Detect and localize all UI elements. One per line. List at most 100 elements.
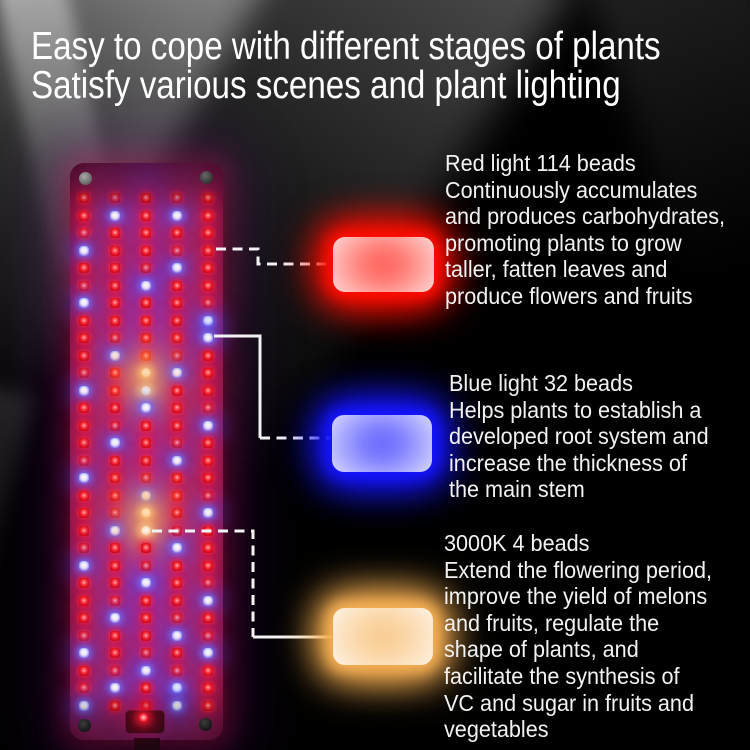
led-red bbox=[109, 473, 120, 483]
led-blue bbox=[172, 700, 183, 711]
led-red bbox=[172, 228, 183, 238]
led-red bbox=[140, 630, 151, 641]
led-blue bbox=[203, 508, 214, 518]
grow-light-panel bbox=[70, 163, 223, 750]
led-red bbox=[172, 350, 183, 361]
led-red bbox=[140, 245, 151, 256]
power-indicator-led bbox=[139, 713, 148, 722]
led-red bbox=[78, 333, 89, 343]
led-blue bbox=[172, 210, 183, 221]
led-red bbox=[203, 210, 214, 221]
led-blue bbox=[203, 648, 214, 658]
led-red bbox=[140, 613, 151, 623]
led-red bbox=[109, 595, 120, 606]
led-red bbox=[78, 228, 89, 238]
annotation-warm-light: 3000K 4 beads Extend the flowering perio… bbox=[444, 530, 712, 743]
led-red bbox=[109, 543, 120, 553]
led-red bbox=[203, 280, 214, 291]
led-red bbox=[140, 420, 151, 431]
led-red bbox=[140, 438, 151, 448]
led-red bbox=[140, 595, 151, 606]
led-red bbox=[78, 350, 89, 361]
led-red bbox=[203, 543, 214, 553]
annotation-line: vegetables bbox=[444, 716, 549, 743]
annotation-line: promoting plants to grow bbox=[445, 229, 682, 256]
annotation-line: and produces carbohydrates, bbox=[445, 203, 726, 230]
led-blue bbox=[172, 368, 183, 378]
led-red bbox=[140, 298, 151, 308]
led-red bbox=[203, 350, 214, 361]
led-red bbox=[78, 595, 89, 606]
led-red bbox=[172, 490, 183, 501]
led-blue bbox=[172, 630, 183, 641]
led-red bbox=[140, 560, 151, 571]
led-red bbox=[172, 613, 183, 623]
led-red bbox=[78, 683, 89, 693]
led-blue bbox=[203, 595, 214, 606]
led-red bbox=[203, 578, 214, 588]
annotation-line: Continuously accumulates bbox=[445, 176, 698, 203]
led-red bbox=[109, 333, 120, 343]
led-red bbox=[172, 333, 183, 343]
annotation-blue-light: Blue light 32 beads Helps plants to esta… bbox=[449, 370, 709, 503]
led-red bbox=[109, 560, 120, 571]
led-red bbox=[172, 245, 183, 256]
red-led-swatch bbox=[333, 237, 434, 292]
led-red bbox=[172, 438, 183, 448]
headline: Easy to cope with different stages of pl… bbox=[31, 27, 661, 105]
led-red bbox=[78, 403, 89, 413]
led-warm bbox=[140, 525, 151, 536]
led-blue bbox=[203, 333, 214, 343]
led-red bbox=[172, 578, 183, 588]
led-red bbox=[140, 350, 151, 361]
annotation-heading: Blue light 32 beads bbox=[449, 370, 633, 396]
led-red bbox=[140, 210, 151, 221]
led-warm bbox=[140, 508, 151, 518]
blue-led-swatch bbox=[332, 415, 432, 472]
led-blue bbox=[140, 578, 151, 588]
led-red bbox=[203, 438, 214, 448]
led-blue bbox=[140, 403, 151, 413]
led-red bbox=[109, 245, 120, 256]
screw-hole bbox=[77, 718, 91, 732]
led-blue bbox=[109, 350, 120, 361]
led-blue bbox=[140, 665, 151, 676]
led-red bbox=[78, 368, 89, 378]
led-blue bbox=[109, 613, 120, 623]
led-red bbox=[78, 613, 89, 623]
led-red bbox=[172, 525, 183, 536]
led-red bbox=[109, 315, 120, 326]
led-blue bbox=[109, 438, 120, 448]
led-red bbox=[203, 298, 214, 308]
led-red bbox=[172, 648, 183, 658]
led-red bbox=[109, 700, 120, 711]
led-red bbox=[203, 403, 214, 413]
led-red bbox=[172, 315, 183, 326]
led-red bbox=[109, 630, 120, 641]
led-blue bbox=[78, 560, 89, 571]
led-red bbox=[109, 228, 120, 238]
led-red bbox=[109, 508, 120, 518]
led-red bbox=[172, 298, 183, 308]
led-red bbox=[172, 280, 183, 291]
led-red bbox=[203, 683, 214, 693]
screw-hole bbox=[199, 170, 213, 184]
led-red bbox=[172, 420, 183, 431]
led-red bbox=[203, 263, 214, 273]
annotation-line: and fruits, regulate the bbox=[444, 609, 660, 636]
led-red bbox=[172, 385, 183, 396]
light-beam bbox=[0, 382, 35, 718]
led-red bbox=[203, 700, 214, 711]
led-red bbox=[140, 333, 151, 343]
led-blue bbox=[172, 543, 183, 553]
led-red bbox=[109, 298, 120, 308]
led-blue bbox=[140, 280, 151, 291]
led-red bbox=[140, 228, 151, 238]
led-blue bbox=[109, 683, 120, 693]
led-blue bbox=[203, 420, 214, 431]
led-red bbox=[109, 385, 120, 396]
led-red bbox=[140, 315, 151, 326]
led-red bbox=[78, 438, 89, 448]
annotation-red-light: Red light 114 beads Continuously accumul… bbox=[445, 150, 725, 310]
led-red bbox=[203, 613, 214, 623]
